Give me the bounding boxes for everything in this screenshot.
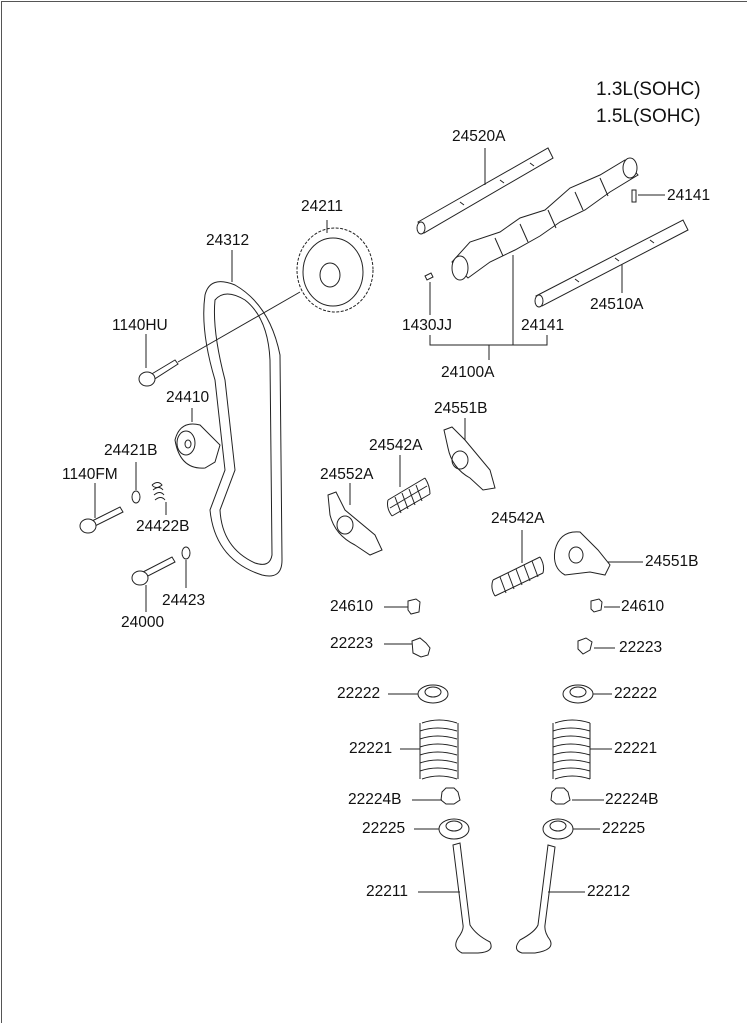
part-label-22224B-left[interactable]: 22224B: [348, 791, 402, 808]
part-label-1140FM[interactable]: 1140FM: [62, 466, 118, 483]
stem-seal-22224B-left: [412, 787, 461, 805]
spring-24542A-lower: [491, 530, 545, 597]
part-label-22223-right[interactable]: 22223: [619, 639, 663, 656]
part-label-24542A-upper[interactable]: 24542A: [369, 437, 423, 454]
pin-24141-right: [631, 189, 665, 203]
cotter-22223-left: [384, 637, 431, 658]
retainer-22222-left: [388, 684, 449, 704]
washer-24423: [181, 546, 191, 588]
part-label-24551B-upper[interactable]: 24551B: [434, 400, 488, 417]
rocker-arm-24551B-upper: [443, 418, 496, 491]
timing-belt: [203, 250, 283, 577]
part-label-24312[interactable]: 24312: [206, 232, 250, 249]
part-label-24542A-lower[interactable]: 24542A: [491, 510, 545, 527]
part-label-22211[interactable]: 22211: [366, 883, 408, 900]
spring-seat-22225-right: [542, 818, 600, 840]
part-label-24423[interactable]: 24423: [162, 592, 206, 609]
adjuster-24610-right: [590, 598, 620, 613]
retainer-22222-right: [562, 684, 612, 704]
bolt-24000: [131, 556, 176, 612]
camshaft: [451, 157, 639, 345]
part-label-24552A[interactable]: 24552A: [320, 466, 374, 483]
part-label-24551B-right[interactable]: 24551B: [645, 553, 699, 570]
part-label-24422B[interactable]: 24422B: [136, 518, 190, 535]
washer-24421B: [131, 462, 141, 504]
bracket-24100A: [429, 335, 548, 360]
part-label-24520A[interactable]: 24520A: [452, 128, 506, 145]
part-label-22222-right[interactable]: 22222: [614, 685, 658, 702]
part-label-24510A[interactable]: 24510A: [590, 296, 644, 313]
part-label-22212[interactable]: 22212: [587, 883, 631, 900]
part-label-1140HU[interactable]: 1140HU: [112, 317, 168, 334]
valve-spring-22221-right: [552, 719, 612, 780]
adjuster-24610-left: [384, 598, 421, 615]
part-label-24610-right[interactable]: 24610: [621, 598, 665, 615]
part-label-22225-left[interactable]: 22225: [362, 820, 406, 837]
part-label-24141-mid[interactable]: 24141: [521, 317, 565, 334]
spring-seat-22225-left: [414, 818, 470, 840]
part-label-24141-right[interactable]: 24141: [667, 187, 711, 204]
bolt-1140HU: [138, 291, 301, 387]
part-label-24610-left[interactable]: 24610: [330, 598, 374, 615]
engine-variant-1: 1.3L(SOHC): [596, 79, 701, 100]
part-label-22225-right[interactable]: 22225: [602, 820, 646, 837]
part-label-24000[interactable]: 24000: [121, 614, 165, 631]
rocker-arm-24551B-right: [554, 531, 643, 576]
part-label-22224B-right[interactable]: 22224B: [605, 791, 659, 808]
part-label-24421B[interactable]: 24421B: [104, 442, 158, 459]
part-label-22221-right[interactable]: 22221: [614, 740, 658, 757]
valve-spring-22221-left: [400, 719, 459, 780]
stem-seal-22224B-right: [550, 787, 604, 805]
cam-sprocket: [296, 220, 374, 313]
tensioner: [174, 408, 221, 469]
part-label-1430JJ[interactable]: 1430JJ: [402, 317, 452, 334]
cotter-22223-right: [577, 637, 615, 655]
rocker-shaft-lower: [534, 219, 689, 308]
intake-valve-22211: [418, 842, 492, 954]
pin-1430JJ: [424, 272, 434, 315]
spring-24422B: [151, 482, 167, 515]
engine-variant-2: 1.5L(SOHC): [596, 106, 701, 127]
part-label-22223-left[interactable]: 22223: [330, 635, 374, 652]
spring-24542A-upper: [387, 455, 431, 517]
rocker-shaft-upper: [416, 147, 554, 235]
bolt-1140FM: [79, 483, 124, 534]
part-label-22221-left[interactable]: 22221: [349, 740, 393, 757]
part-label-22222-left[interactable]: 22222: [337, 685, 381, 702]
rocker-arm-24552A: [327, 483, 383, 556]
part-label-24211[interactable]: 24211: [301, 198, 343, 215]
part-label-24100A[interactable]: 24100A: [441, 364, 495, 381]
part-label-24410[interactable]: 24410: [166, 389, 210, 406]
exhaust-valve-22212: [516, 844, 585, 954]
